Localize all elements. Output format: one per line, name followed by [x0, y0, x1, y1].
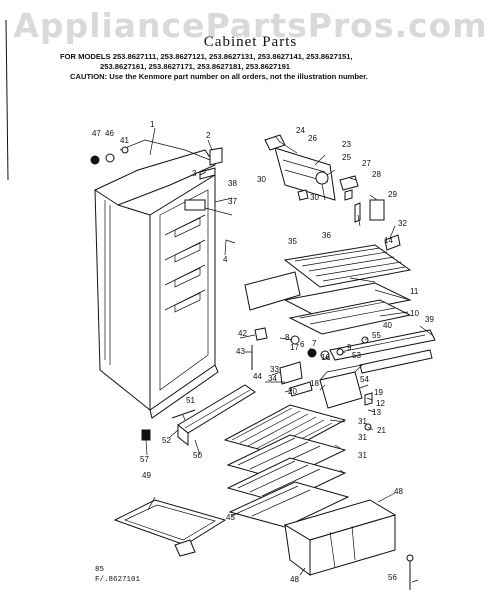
- callout-30a: 30: [257, 175, 266, 184]
- callout-31b: 31: [358, 433, 367, 442]
- callout-42: 42: [238, 329, 247, 338]
- callout-55: 55: [372, 331, 381, 340]
- callout-43: 43: [236, 347, 245, 356]
- callout-41: 41: [120, 136, 129, 145]
- callout-17: 17: [290, 343, 299, 352]
- callout-29: 29: [388, 190, 397, 199]
- models-line-1: FOR MODELS 253.8627111, 253.8627121, 253…: [60, 52, 353, 61]
- callout-48a: 48: [394, 487, 403, 496]
- callout-6: 6: [300, 340, 305, 349]
- callout-10: 10: [410, 309, 419, 318]
- callout-46: 46: [105, 129, 114, 138]
- callout-11: 11: [410, 287, 419, 296]
- models-line-2: 253.8627161, 253.8627171, 253.8627181, 2…: [100, 62, 291, 71]
- callout-31c: 31: [358, 451, 367, 460]
- cabinet-body: [93, 139, 219, 419]
- diagram-title: Cabinet Parts: [203, 34, 298, 50]
- callout-9: 9: [347, 343, 352, 352]
- callout-30b: 30: [310, 193, 319, 202]
- callout-24: 24: [296, 126, 305, 135]
- callout-56: 56: [388, 573, 397, 582]
- reference-code: 85: [95, 566, 105, 574]
- callout-54: 54: [360, 375, 369, 384]
- callout-27: 27: [362, 159, 371, 168]
- callout-53: 53: [352, 351, 361, 360]
- callout-3: 3: [192, 169, 197, 178]
- callout-38: 38: [228, 179, 237, 188]
- callout-33: 33: [270, 365, 279, 374]
- callout-8: 8: [285, 333, 290, 342]
- callout-47: 47: [92, 129, 101, 138]
- callout-25: 25: [342, 153, 351, 162]
- callout-14: 14: [384, 236, 393, 245]
- callout-32: 32: [398, 219, 407, 228]
- callout-16: 16: [321, 353, 330, 362]
- callout-28: 28: [372, 170, 381, 179]
- caution-note: CAUTION: Use the Kenmore part number on …: [70, 72, 368, 81]
- callout-13: 13: [372, 408, 381, 417]
- callout-21: 21: [377, 426, 386, 435]
- callout-40: 40: [383, 321, 392, 330]
- callout-50: 50: [193, 451, 202, 460]
- callout-1: 1: [150, 120, 155, 129]
- callout-labels: 1 2 3 4 6 7 8 9 10 11 12 13 14 16 17 18 …: [92, 120, 434, 584]
- callout-26: 26: [308, 134, 317, 143]
- callout-31a: 31: [358, 417, 367, 426]
- callout-48b: 48: [290, 575, 299, 584]
- callout-19: 19: [374, 388, 383, 397]
- callout-52: 52: [162, 436, 171, 445]
- watermark: AppliancePartsPros.com: [13, 6, 488, 45]
- callout-23: 23: [342, 140, 351, 149]
- callout-39: 39: [425, 315, 434, 324]
- callout-36: 36: [322, 231, 331, 240]
- callout-51: 51: [186, 396, 195, 405]
- callout-49: 49: [142, 471, 151, 480]
- callout-18: 18: [310, 379, 319, 388]
- callout-45: 45: [226, 513, 235, 522]
- callout-7: 7: [312, 339, 317, 348]
- callout-57: 57: [140, 455, 149, 464]
- callout-2: 2: [206, 131, 211, 140]
- callout-20: 20: [288, 387, 297, 396]
- callout-4: 4: [223, 255, 228, 264]
- callout-35: 35: [288, 237, 297, 246]
- diagram-id: F/.8627101: [95, 576, 141, 584]
- callout-34: 34: [268, 374, 277, 383]
- callout-12: 12: [376, 399, 385, 408]
- callout-37: 37: [228, 197, 237, 206]
- callout-44: 44: [253, 372, 262, 381]
